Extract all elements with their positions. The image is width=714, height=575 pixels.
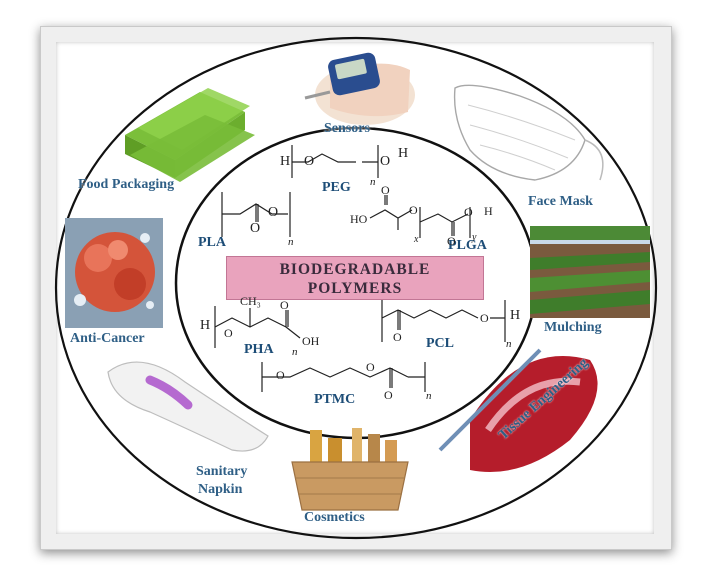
pcl-h: H [510,308,521,323]
ptmc-n: n [426,390,432,402]
pcl-o-ester: O [480,311,489,325]
glucometer-icon [304,52,415,125]
mulching-label: Mulching [544,320,602,335]
pcl-name: PCL [426,336,454,351]
face-mask-label: Face Mask [528,194,593,209]
pla-n: n [288,236,294,248]
face-mask-icon [453,84,604,181]
pcl-o-carbonyl: O [393,330,402,344]
peg-h-left: H [280,154,291,169]
food-packaging-label: Food Packaging [78,177,175,192]
plga-o-bridge: O [409,203,418,217]
peg-n: n [370,176,376,188]
plga-y: y [472,232,477,243]
pha-o-carbonyl: O [280,298,289,312]
plga-name: PLGA [448,238,487,253]
center-title-box: BIODEGRADABLE POLYMERS [226,256,484,300]
cancer-cell-icon [65,218,163,328]
peg-h-right: H [398,146,409,161]
peg-o-left: O [304,154,315,169]
pha-name: PHA [244,342,274,357]
ptmc-o-left: O [276,368,285,382]
pla-o-bridge: O [268,205,279,220]
outer-ring [54,36,658,540]
plga-o-carbonyl: O [447,234,456,248]
ptmc-o-carbonyl: O [384,388,393,402]
cosmetics-basket-icon [291,428,409,511]
ptmc-o-right: O [366,360,375,374]
ptmc-name: PTMC [314,392,356,407]
peg-name: PEG [322,180,351,195]
pla-name: PLA [198,235,226,250]
mulch-field-icon [530,226,650,318]
cosmetics-label: Cosmetics [304,510,365,525]
pha-n: n [292,346,298,358]
pla-o-carbonyl: O [250,221,261,236]
center-title-line2: POLYMERS [307,280,403,297]
plga-o-end: O [464,205,473,219]
food-container-icon [125,88,255,182]
pha-h: H [200,318,211,333]
center-title-line1: BIODEGRADABLE [279,261,431,278]
plga-h: H [484,204,493,218]
pha-o-chain: O [224,326,233,340]
pha-ch3: CH₃ [240,294,261,308]
pha-oh: OH [302,334,320,348]
plga-o-top: O [381,183,390,197]
sanitary-pad-icon [107,361,269,452]
pcl-n: n [506,338,512,350]
sanitary-label-line2: Napkin [198,482,243,497]
structure-bonds [214,145,506,392]
anti-cancer-label: Anti-Cancer [70,331,145,346]
peg-o-right: O [380,154,391,169]
plga-x: x [414,234,419,245]
sensors-label: Sensors [324,121,370,136]
blood-vessel-icon [438,348,598,472]
plga-ho: HO [350,212,368,226]
sanitary-label-line1: Sanitary [196,464,248,479]
